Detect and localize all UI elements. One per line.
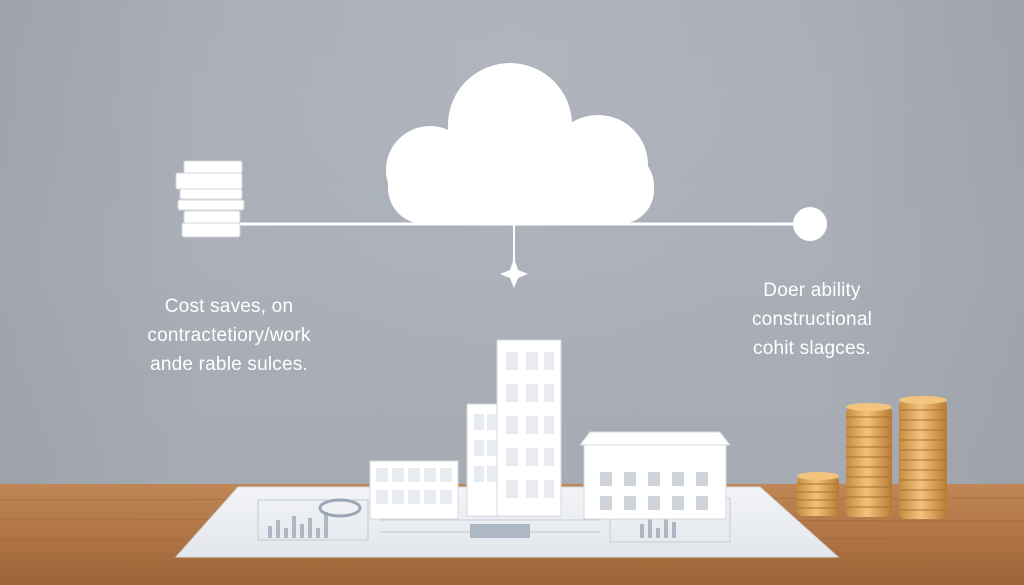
cloud-icon bbox=[386, 63, 654, 224]
left-caption: Cost saves, on contractetiory/work ande … bbox=[104, 292, 354, 379]
building-house bbox=[578, 431, 732, 520]
coin-stack-tall bbox=[899, 396, 947, 519]
building-tower bbox=[466, 339, 562, 517]
left-caption-line-2: contractetiory/work bbox=[147, 325, 311, 346]
sparkle-icon bbox=[500, 258, 528, 288]
circle-node-icon bbox=[793, 207, 827, 241]
right-caption-line-1: Doer ability bbox=[763, 280, 861, 301]
building-small bbox=[369, 460, 459, 520]
left-caption-line-1: Cost saves, on bbox=[164, 296, 294, 317]
right-caption-line-2: constructional bbox=[751, 309, 873, 330]
book-stack-icon bbox=[175, 160, 245, 238]
right-caption-line-3: cohit slagces. bbox=[753, 338, 871, 359]
coin-stack-medium bbox=[846, 403, 892, 517]
right-caption: Doer ability constructional cohit slagce… bbox=[732, 276, 892, 363]
coin-stack-small bbox=[797, 472, 839, 516]
left-caption-line-3: ande rable sulces. bbox=[150, 354, 308, 375]
